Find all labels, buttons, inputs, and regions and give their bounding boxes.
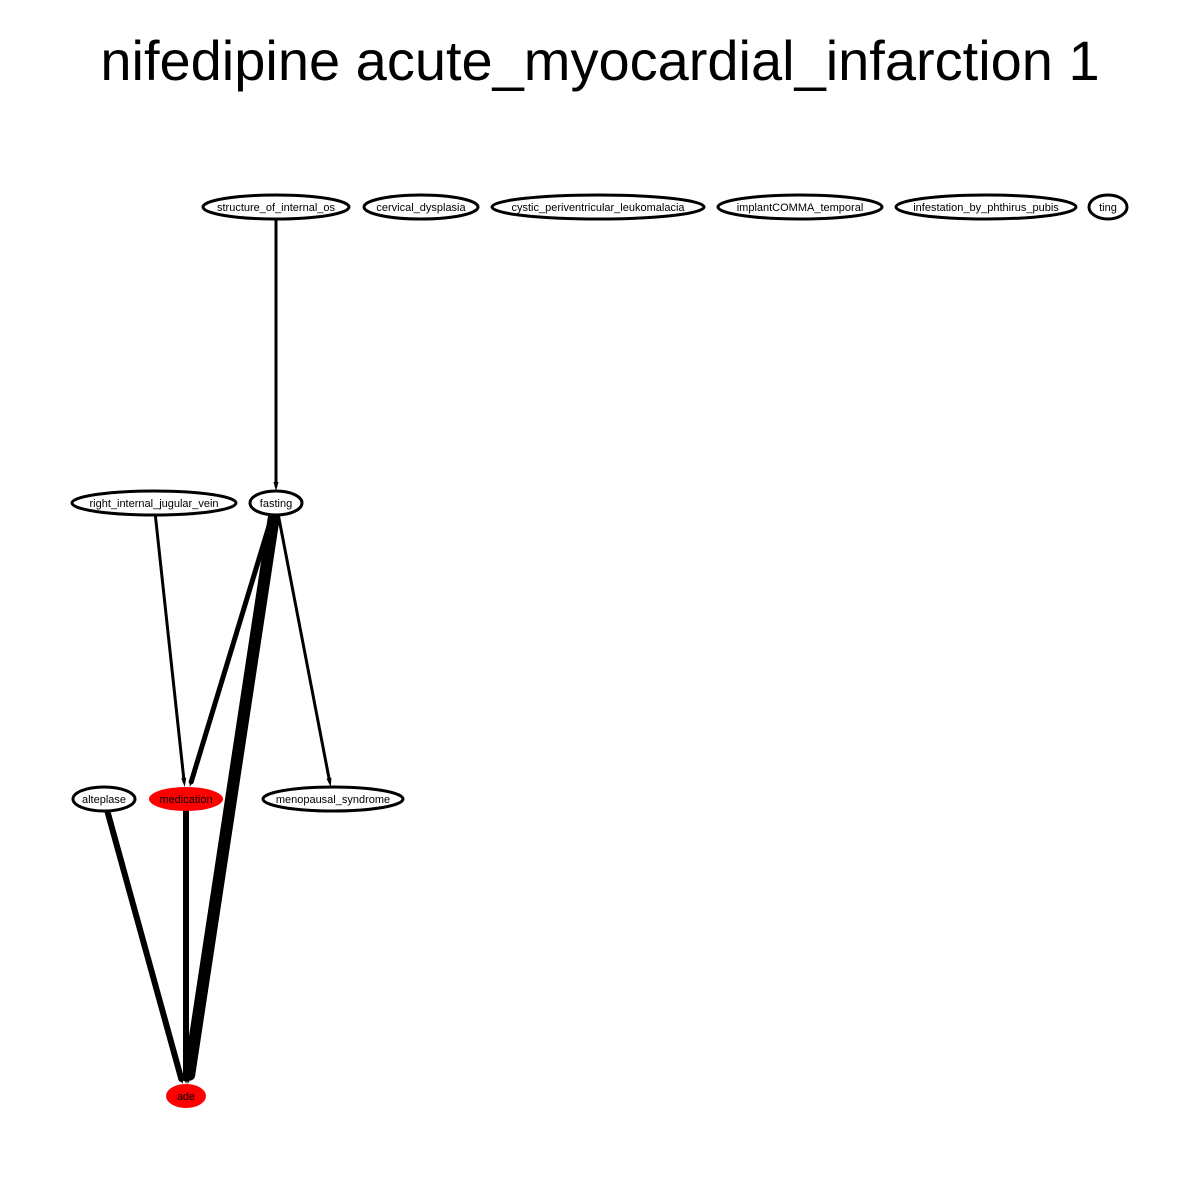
node-label: menopausal_syndrome	[276, 794, 390, 806]
node-ting: ting	[1087, 193, 1129, 221]
edge-line	[104, 807, 185, 1082]
node-ade: ade	[166, 1084, 206, 1108]
node-ellipse	[166, 1084, 206, 1108]
node-ellipse	[248, 489, 304, 517]
node-structure_of_internal_os: structure_of_internal_os	[201, 193, 351, 221]
node-label: alteplase	[82, 794, 126, 806]
node-ellipse	[894, 193, 1078, 221]
edges-layer	[104, 217, 332, 1085]
node-label: cystic_periventricular_leukomalacia	[511, 202, 685, 214]
node-label: cervical_dysplasia	[376, 202, 466, 214]
node-ellipse	[362, 193, 480, 221]
node-label: ade	[177, 1091, 195, 1103]
edge-arrowhead	[177, 1074, 183, 1085]
node-cystic_periventricular_leukomalacia: cystic_periventricular_leukomalacia	[490, 193, 706, 221]
edge-alteplase-to-ade	[104, 807, 185, 1085]
node-ellipse	[490, 193, 706, 221]
edge-arrowhead	[189, 777, 195, 788]
node-ellipse	[261, 785, 405, 813]
edge-line	[183, 508, 281, 1081]
node-label: infestation_by_phthirus_pubis	[913, 202, 1059, 214]
nodes-layer: structure_of_internal_os cervical_dysplas…	[70, 193, 1129, 1108]
node-alteplase: alteplase	[71, 785, 137, 813]
edge-line	[153, 513, 186, 784]
node-label: medication	[159, 794, 212, 806]
node-label: right_internal_jugular_vein	[89, 498, 218, 510]
edge-arrowhead	[326, 777, 332, 788]
node-label: ting	[1099, 202, 1117, 214]
node-ellipse	[71, 785, 137, 813]
edge-arrowhead	[181, 777, 187, 788]
node-ellipse	[201, 193, 351, 221]
node-ellipse	[149, 787, 223, 811]
edge-right_internal_jugular_vein-to-medication	[153, 513, 187, 788]
node-ellipse	[716, 193, 884, 221]
graph-title: nifedipine acute_myocardial_infarction 1	[100, 29, 1100, 92]
edge-fasting-to-medication	[188, 512, 275, 788]
node-ellipse	[70, 489, 238, 517]
node-fasting: fasting	[248, 489, 304, 517]
node-ellipse	[1087, 193, 1129, 221]
node-cervical_dysplasia: cervical_dysplasia	[362, 193, 480, 221]
edge-medication-to-ade	[183, 808, 189, 1084]
node-medication: medication	[149, 787, 223, 811]
node-label: structure_of_internal_os	[217, 202, 336, 214]
node-infestation_by_phthirus_pubis: infestation_by_phthirus_pubis	[894, 193, 1078, 221]
node-implantCOMMA_temporal: implantCOMMA_temporal	[716, 193, 884, 221]
node-label: fasting	[260, 498, 292, 510]
edge-structure_of_internal_os-to-fasting	[273, 217, 279, 491]
edge-line	[188, 512, 275, 785]
edge-arrowhead	[183, 1075, 189, 1084]
edge-fasting-to-menopausal_syndrome	[276, 513, 332, 788]
edge-arrowhead	[273, 482, 279, 491]
node-label: implantCOMMA_temporal	[737, 202, 864, 214]
node-menopausal_syndrome: menopausal_syndrome	[261, 785, 405, 813]
node-right_internal_jugular_vein: right_internal_jugular_vein	[70, 489, 238, 517]
edge-line	[276, 513, 332, 784]
